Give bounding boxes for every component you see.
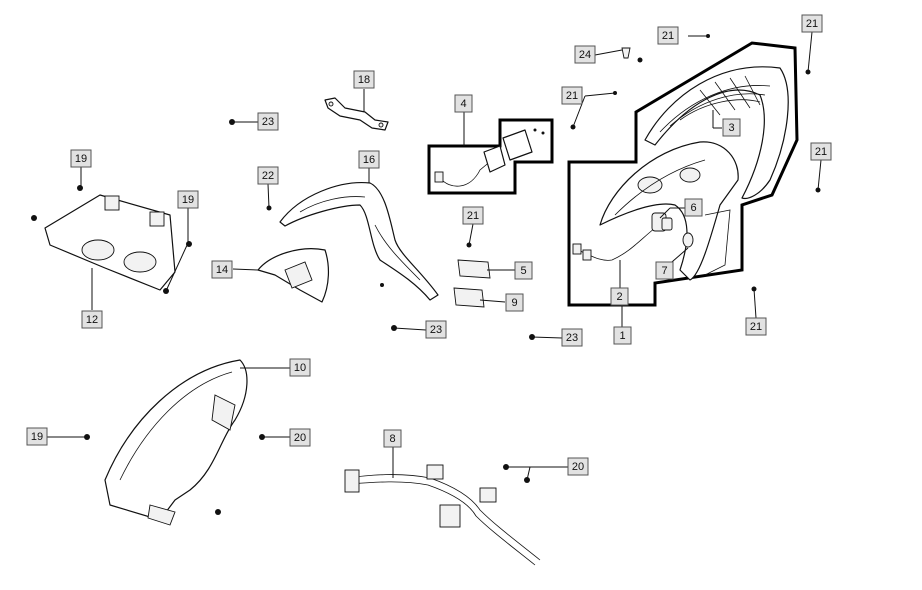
- callout-22: 22: [257, 166, 279, 185]
- svg-text:7: 7: [661, 265, 667, 277]
- main-wiring-harness: [344, 464, 541, 566]
- callout-20-fender: 20: [289, 428, 311, 447]
- callout-9: 9: [505, 293, 524, 312]
- svg-text:22: 22: [262, 170, 274, 182]
- callout-23-right: 23: [561, 328, 583, 347]
- callout-21-top-right: 21: [801, 14, 823, 33]
- reflector-plate-9: [453, 287, 485, 308]
- svg-text:1: 1: [619, 330, 625, 342]
- rear-fender: [104, 359, 248, 526]
- svg-text:21: 21: [566, 90, 578, 102]
- svg-text:21: 21: [806, 18, 818, 30]
- callout-3: 3: [722, 118, 741, 137]
- svg-text:19: 19: [75, 153, 87, 165]
- leader-lines: [47, 31, 822, 481]
- callout-21-top: 21: [657, 26, 679, 45]
- tail-light-assembly-outline: [567, 41, 799, 307]
- svg-text:20: 20: [572, 461, 584, 473]
- license-light: [434, 128, 545, 187]
- svg-text:12: 12: [86, 314, 98, 326]
- svg-text:14: 14: [216, 264, 228, 276]
- svg-text:19: 19: [182, 194, 194, 206]
- callout-8: 8: [383, 429, 402, 448]
- rear-frame-cover: [279, 182, 439, 301]
- callout-16: 16: [358, 150, 380, 169]
- callout-5: 5: [514, 261, 533, 280]
- callout-19-right: 19: [177, 190, 199, 209]
- callout-7: 7: [655, 261, 674, 280]
- inner-panel: [257, 248, 329, 303]
- svg-text:3: 3: [728, 122, 734, 134]
- callout-10: 10: [289, 358, 311, 377]
- callout-6: 6: [684, 198, 703, 217]
- callout-20-harness: 20: [567, 457, 589, 476]
- svg-text:21: 21: [467, 210, 479, 222]
- svg-text:21: 21: [662, 30, 674, 42]
- callout-23-middle: 23: [425, 320, 447, 339]
- svg-text:20: 20: [294, 432, 306, 444]
- svg-text:23: 23: [566, 332, 578, 344]
- svg-text:18: 18: [358, 74, 370, 86]
- svg-text:16: 16: [363, 154, 375, 166]
- svg-text:10: 10: [294, 362, 306, 374]
- svg-text:23: 23: [262, 116, 274, 128]
- callout-14: 14: [211, 260, 233, 279]
- license-light-assembly-outline: [427, 118, 554, 195]
- undertray: [44, 194, 176, 291]
- svg-text:24: 24: [579, 49, 591, 61]
- callout-4: 4: [454, 94, 473, 113]
- svg-text:5: 5: [520, 265, 526, 277]
- svg-text:23: 23: [430, 324, 442, 336]
- bulb-socket: [651, 212, 673, 232]
- tail-light-housing: [599, 141, 739, 281]
- callout-21-left: 21: [561, 86, 583, 105]
- bulb: [682, 232, 694, 248]
- callout-12: 12: [81, 310, 103, 329]
- callout-2: 2: [610, 287, 629, 306]
- callout-21-bottom-right: 21: [745, 317, 767, 336]
- callout-23-top: 23: [257, 112, 279, 131]
- svg-text:6: 6: [690, 202, 696, 214]
- bracket-18: [324, 97, 389, 131]
- tail-light-lens: [644, 66, 789, 200]
- callout-1: 1: [613, 326, 632, 345]
- tail-light-wiring-harness: [572, 227, 656, 261]
- svg-text:4: 4: [460, 98, 466, 110]
- callout-24: 24: [574, 45, 596, 64]
- callout-19-top-left: 19: [70, 149, 92, 168]
- svg-text:2: 2: [616, 291, 622, 303]
- svg-text:21: 21: [815, 146, 827, 158]
- callout-18: 18: [353, 70, 375, 89]
- callout-21-right: 21: [810, 142, 832, 161]
- callout-21-center: 21: [462, 206, 484, 225]
- svg-text:21: 21: [750, 321, 762, 333]
- svg-text:19: 19: [31, 431, 43, 443]
- svg-text:9: 9: [511, 297, 517, 309]
- callout-19-lower: 19: [26, 427, 48, 446]
- reflector-plate-5: [457, 259, 491, 279]
- svg-text:8: 8: [389, 433, 395, 445]
